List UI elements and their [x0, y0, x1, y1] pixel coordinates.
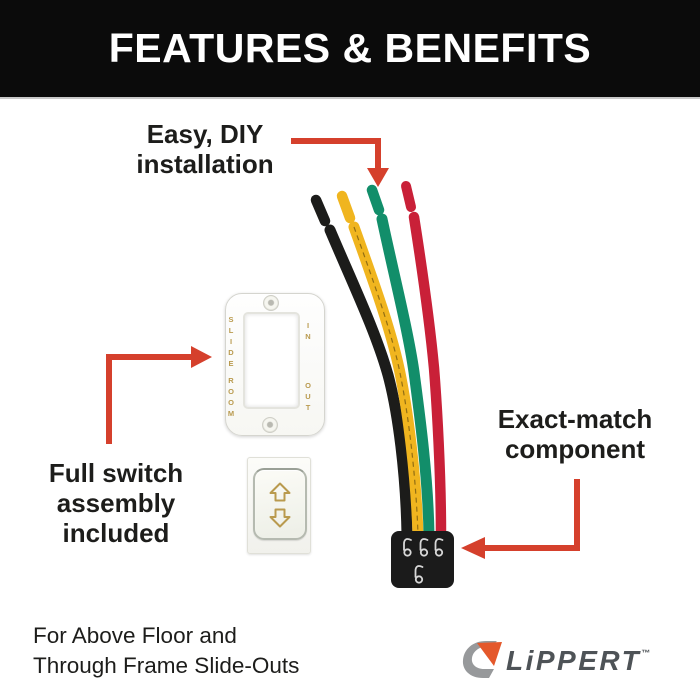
plate-label-in: IN — [303, 321, 313, 343]
rocker-switch — [253, 468, 307, 540]
exact-match-arrow-line — [483, 479, 580, 551]
callout-line: Exact-match — [497, 404, 653, 434]
callout-line: Easy, DIY — [146, 119, 264, 149]
logo-swoosh — [462, 641, 497, 678]
lippert-wordmark-text: LiPPERT — [506, 645, 642, 676]
wire-yellow-printing — [353, 226, 419, 536]
footer-line: Through Frame Slide-Outs — [33, 653, 300, 678]
callout-line: included — [62, 518, 170, 548]
wire-green — [376, 213, 435, 541]
wire-green-tip — [366, 184, 385, 216]
full-switch-arrow — [106, 346, 212, 444]
plate-label-room: ROOM — [226, 376, 236, 420]
wire-black — [324, 224, 413, 541]
wire-yellow-tip — [336, 190, 356, 224]
screw-hole-top — [263, 295, 279, 311]
plate-label-out: OUT — [303, 381, 313, 414]
wire-yellow — [348, 221, 424, 541]
screw-hole-bottom — [262, 417, 278, 433]
callout-full-switch: Full switch assembly included — [6, 458, 226, 548]
connector-terminal — [403, 538, 412, 557]
wire-black-tip — [310, 194, 331, 227]
plate-label-slide-room: SLIDE ROOM — [226, 315, 236, 420]
switch-plate-opening — [243, 312, 300, 409]
connector-terminal — [419, 538, 429, 557]
callout-line: component — [504, 434, 646, 464]
exact-match-arrow — [461, 479, 580, 559]
callout-line: assembly — [56, 488, 176, 518]
full-switch-arrow-line — [106, 354, 193, 444]
connector-terminal — [414, 565, 424, 584]
full-switch-arrow-head — [191, 346, 212, 368]
callout-exact-match: Exact-match component — [455, 404, 695, 464]
callout-line: installation — [136, 149, 274, 179]
trademark-symbol: ™ — [641, 648, 651, 658]
lippert-wordmark: LiPPERT™ — [506, 645, 650, 677]
logo-triangle — [477, 642, 502, 666]
wire-red — [408, 211, 447, 541]
footer-line: For Above Floor and — [33, 623, 237, 648]
lippert-logo-icon — [462, 641, 502, 678]
plate-label-slide: SLIDE — [226, 315, 236, 370]
connector-terminal — [434, 538, 444, 557]
banner: FEATURES & BENEFITS — [0, 0, 700, 99]
connector-terminals — [403, 538, 444, 584]
easy-arrow-head — [367, 168, 389, 187]
exact-match-arrow-head — [461, 537, 485, 559]
connector-body — [391, 531, 454, 588]
banner-title: FEATURES & BENEFITS — [108, 25, 592, 71]
callout-easy-installation: Easy, DIY installation — [85, 119, 325, 179]
footer-note: For Above Floor and Through Frame Slide-… — [33, 621, 299, 681]
callout-line: Full switch — [48, 458, 184, 488]
wire-red-tip — [401, 181, 416, 212]
